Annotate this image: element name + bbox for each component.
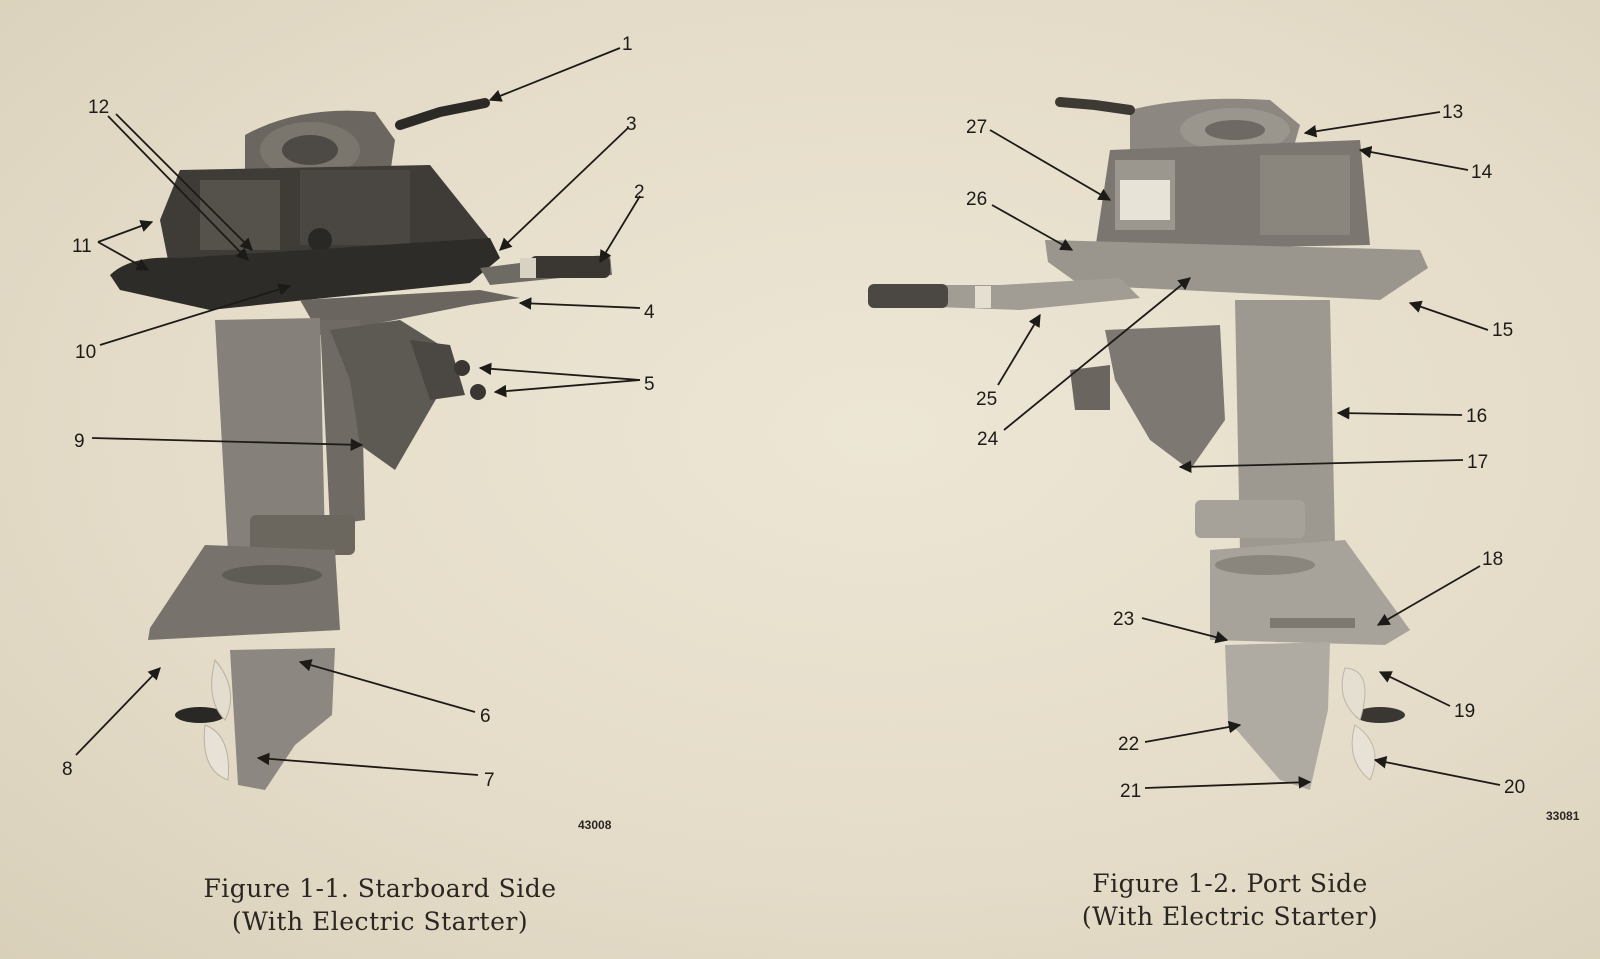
callout-23: 23 [1113, 609, 1134, 630]
callout-5: 5 [644, 374, 655, 395]
callout-13: 13 [1442, 102, 1463, 123]
starboard-motor-illustration [110, 98, 612, 790]
caption-figure-1-2: Figure 1-2. Port Side (With Electric Sta… [1020, 867, 1440, 933]
callout-19: 19 [1454, 701, 1475, 722]
callout-7: 7 [484, 770, 495, 791]
callout-12: 12 [88, 97, 109, 118]
callout-14: 14 [1471, 162, 1493, 183]
callout-27: 27 [966, 117, 987, 138]
callout-22: 22 [1118, 734, 1139, 755]
image-number-33081: 33081 [1546, 809, 1580, 823]
callout-6: 6 [480, 706, 491, 727]
caption-figure-1-1: Figure 1-1. Starboard Side (With Electri… [160, 872, 600, 938]
caption-figure-1-2-title: Figure 1-2. Port Side [1092, 869, 1368, 898]
callout-17: 17 [1467, 452, 1488, 473]
leader-lines [75, 47, 1501, 789]
caption-figure-1-1-title: Figure 1-1. Starboard Side [203, 874, 557, 903]
callout-21: 21 [1120, 781, 1141, 802]
caption-figure-1-1-subtitle: (With Electric Starter) [231, 907, 529, 936]
callout-4: 4 [644, 302, 655, 323]
callout-2: 2 [634, 182, 645, 203]
callout-26: 26 [966, 189, 987, 210]
caption-figure-1-2-subtitle: (With Electric Starter) [1081, 902, 1379, 931]
callout-20: 20 [1504, 777, 1525, 798]
callout-numbers-figure-1-2: 13 14 15 16 17 18 19 20 21 22 23 24 25 2… [966, 102, 1580, 823]
callout-24: 24 [977, 429, 999, 450]
callout-25: 25 [976, 389, 997, 410]
callout-18: 18 [1482, 549, 1503, 570]
callout-1: 1 [622, 34, 633, 55]
callout-9: 9 [74, 431, 85, 452]
callout-16: 16 [1466, 406, 1487, 427]
callout-11: 11 [72, 236, 92, 257]
callout-8: 8 [62, 759, 73, 780]
callout-15: 15 [1492, 320, 1513, 341]
port-motor-illustration [868, 97, 1428, 790]
callout-3: 3 [626, 114, 637, 135]
image-number-43008: 43008 [578, 818, 612, 832]
callout-numbers-figure-1-1: 1 2 3 4 5 6 7 8 9 10 11 12 43008 [62, 34, 655, 832]
callout-10: 10 [75, 342, 96, 363]
